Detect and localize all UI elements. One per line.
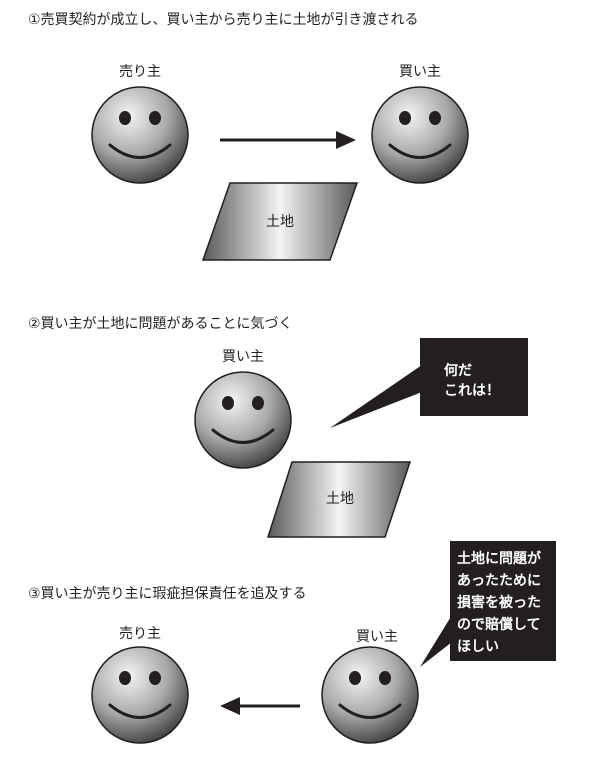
speech-line: ので賠償して: [457, 616, 541, 633]
section-1-title: ①売買契約が成立し、買い主から売り主に土地が引き渡される: [28, 12, 419, 28]
land-shape: [266, 461, 412, 538]
buyer-face-icon: [193, 370, 293, 470]
arrow-right-icon: [220, 131, 356, 149]
land-label: 土地: [326, 491, 354, 507]
section-3-title: ③買い主が売り主に瑕疵担保責任を追及する: [28, 586, 307, 602]
land-shape: [201, 182, 359, 261]
speech-bubble: 土地に問題が あったために 損害を被った ので賠償して ほしい: [420, 541, 556, 667]
buyer-label: 買い主: [222, 349, 264, 365]
seller-face-icon: [90, 85, 190, 185]
seller-label: 売り主: [119, 64, 161, 80]
arrow-left-icon: [220, 697, 300, 715]
section-2-title: ②買い主が土地に問題があることに気づく: [28, 316, 293, 332]
buyer-face-icon: [320, 645, 420, 745]
speech-line: これは！: [444, 383, 500, 399]
seller-face-icon: [90, 645, 190, 745]
speech-line: 土地に問題が: [457, 550, 542, 567]
buyer-label: 買い主: [399, 64, 441, 80]
seller-label: 売り主: [119, 626, 161, 642]
speech-line: ほしい: [457, 639, 499, 655]
speech-line: 何だ: [444, 362, 472, 379]
land-label: 土地: [266, 214, 294, 230]
speech-line: あったために: [457, 573, 541, 589]
speech-bubble: 何だ これは！: [330, 338, 528, 428]
speech-line: 損害を被った: [457, 594, 541, 611]
buyer-face-icon: [370, 85, 470, 185]
buyer-label: 買い主: [356, 629, 398, 645]
